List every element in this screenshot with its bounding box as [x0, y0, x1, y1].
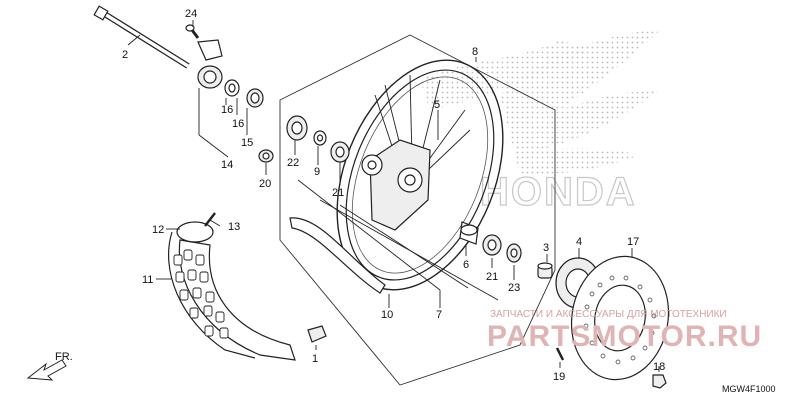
callout-21-left: 21 [332, 187, 344, 199]
diagram-code: MGW4F1000 [722, 384, 776, 394]
callout-7: 7 [436, 309, 442, 321]
dust-seal-23 [506, 243, 522, 263]
callout-21-right: 21 [486, 271, 498, 283]
rim-band [289, 217, 386, 294]
rim-lock-1 [307, 325, 327, 343]
front-axle [93, 5, 190, 69]
callout-13: 13 [228, 221, 240, 233]
bearing-21-left [330, 141, 350, 163]
wheel-hub [361, 139, 431, 231]
bolt-19 [555, 347, 565, 361]
callout-16b: 16 [232, 118, 244, 130]
callout-10: 10 [381, 309, 393, 321]
leader-lines [127, 20, 660, 372]
disc-bolt-18 [652, 374, 667, 389]
callout-1: 1 [312, 353, 318, 365]
partsmotor-watermark: ЗАПЧАСТИ И АКСЕССУАРЫ ДЛЯ МОТОТЕХНИКИ PA… [487, 309, 762, 353]
front-direction-arrow: FR. [26, 351, 73, 381]
callout-labels: 24 2 16 16 15 14 20 8 5 22 9 21 12 13 11… [122, 8, 665, 383]
brake-disc [570, 255, 670, 381]
callout-15: 15 [241, 137, 253, 149]
callout-22: 22 [287, 157, 299, 169]
callout-2: 2 [122, 49, 128, 61]
callout-9: 9 [314, 166, 320, 178]
inner-tube [176, 212, 216, 243]
callout-23: 23 [508, 282, 520, 294]
dust-seal-22 [286, 115, 308, 141]
axle-collar-group [197, 39, 264, 108]
callout-3: 3 [543, 242, 549, 254]
callout-6: 6 [463, 259, 469, 271]
callout-12: 12 [152, 224, 164, 236]
direction-label: FR. [55, 351, 73, 363]
callout-5: 5 [434, 99, 440, 111]
callout-20: 20 [259, 178, 271, 190]
callout-11: 11 [142, 274, 153, 286]
honda-wing-watermark: HONDA [420, 30, 660, 215]
collar-3 [537, 262, 553, 279]
callout-19: 19 [553, 371, 565, 383]
tire [168, 231, 296, 361]
watermark-tagline: ЗАПЧАСТИ И АКСЕССУАРЫ ДЛЯ МОТОТЕХНИКИ [490, 309, 727, 320]
callout-18: 18 [653, 361, 665, 373]
callout-4: 4 [576, 236, 582, 248]
distance-collar-6 [459, 221, 479, 245]
callout-24: 24 [185, 8, 197, 20]
wheel-assembly-frame [279, 34, 556, 386]
callout-8: 8 [472, 46, 478, 58]
nut-20 [258, 149, 274, 163]
honda-wordmark: HONDA [480, 170, 637, 214]
callout-17: 17 [627, 236, 639, 248]
callout-14: 14 [221, 159, 233, 171]
watermark-logo: PARTSMOTOR.RU [487, 320, 762, 353]
rim [336, 59, 504, 291]
distance-collar-9 [313, 130, 327, 146]
screw-24 [185, 24, 200, 39]
callout-16a: 16 [221, 104, 233, 116]
bearing-21-right [482, 234, 502, 256]
